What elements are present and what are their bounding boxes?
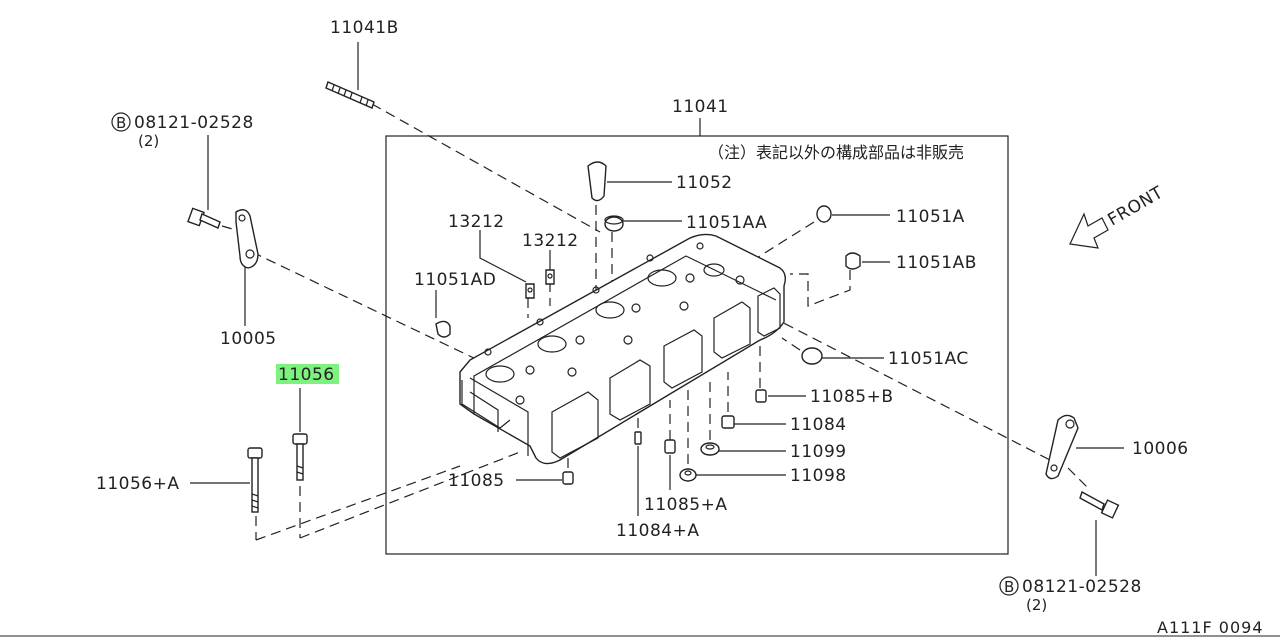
label-11084: 11084 (790, 415, 847, 435)
plug-11051AC (801, 347, 823, 365)
label-11085: 11085 (448, 471, 505, 491)
plug-11051AD (435, 320, 451, 338)
label-08121-top-group: B 08121-02528 (2) (111, 112, 254, 150)
label-13212-b: 13212 (522, 231, 579, 251)
bolt-b-icon-bottom (999, 576, 1019, 596)
bolt-b-symbol-top: B (116, 114, 126, 132)
diagram-code: A111F 0094 (1157, 618, 1264, 637)
cylinder-head-11041 (459, 233, 787, 465)
label-10005: 10005 (220, 329, 277, 349)
nozzle-13212-b (545, 269, 555, 285)
label-08121-bottom: 08121-02528 (1022, 577, 1142, 597)
dowel-11085 (562, 471, 574, 485)
label-11084A: 11084+A (616, 521, 699, 541)
label-11056: 11056 (278, 365, 335, 385)
dowel-11085A (664, 439, 676, 454)
front-arrow-icon (1069, 212, 1109, 249)
label-11051AB: 11051AB (896, 253, 977, 273)
assembly-frame (385, 135, 1009, 555)
label-11056A: 11056+A (96, 474, 179, 494)
label-11099: 11099 (790, 442, 847, 462)
pin-11084A (634, 431, 642, 445)
label-08121-top-qty: (2) (138, 132, 159, 150)
plug-11051AA (604, 215, 624, 232)
washer-11099 (700, 442, 720, 456)
label-11085B: 11085+B (810, 387, 894, 407)
dowel-11084 (721, 415, 735, 429)
label-08121-top: 08121-02528 (134, 113, 254, 133)
bolt-b-icon (111, 112, 131, 132)
bolt-11056A (247, 447, 263, 513)
label-11051AD: 11051AD (414, 270, 496, 290)
label-11085A: 11085+A (644, 495, 727, 515)
label-11041: 11041 (672, 97, 729, 117)
note-text: （注）表記以外の構成部品は非販売 (708, 143, 964, 162)
label-11051A: 11051A (896, 207, 965, 227)
seal-11098 (679, 468, 697, 482)
label-11052: 11052 (676, 173, 733, 193)
label-11051AC: 11051AC (888, 349, 969, 369)
bracket-10006 (1045, 414, 1079, 480)
sleeve-11052 (587, 161, 607, 202)
front-label: FRONT (1105, 183, 1168, 231)
label-08121-bottom-group: B 08121-02528 (2) (999, 576, 1142, 614)
plug-11051A (816, 205, 832, 223)
front-indicator: FRONT (1069, 183, 1168, 249)
bolt-08121-bottom (1079, 490, 1120, 519)
dowel-11085B (755, 389, 767, 403)
bolt-11056 (292, 433, 308, 481)
bracket-10005 (235, 209, 259, 269)
stud-11041B (325, 81, 375, 109)
bolt-b-symbol-bottom: B (1004, 578, 1014, 596)
label-11041B: 11041B (330, 18, 399, 38)
label-13212-a: 13212 (448, 212, 505, 232)
label-11098: 11098 (790, 466, 847, 486)
plug-11051AB (845, 252, 861, 270)
label-10006: 10006 (1132, 439, 1189, 459)
label-11051AA: 11051AA (686, 213, 767, 233)
nozzle-13212-a (525, 283, 535, 299)
bolt-08121-top (187, 207, 221, 229)
label-08121-bottom-qty: (2) (1026, 596, 1047, 614)
highlight-11056 (276, 364, 339, 384)
